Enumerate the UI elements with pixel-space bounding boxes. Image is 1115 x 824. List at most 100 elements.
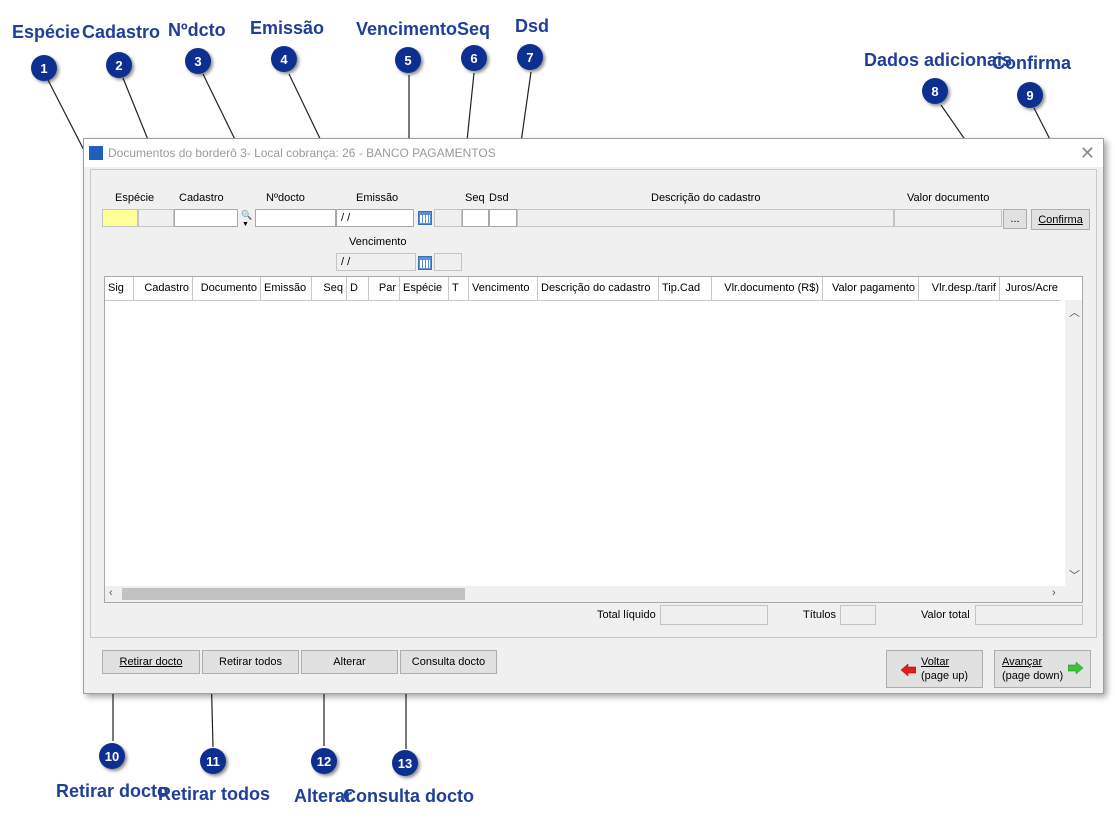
col-documento[interactable]: Documento bbox=[193, 277, 261, 300]
cadastro-field[interactable] bbox=[174, 209, 238, 227]
callout-badge-6: 6 bbox=[461, 45, 487, 71]
confirma-button[interactable]: Confirma bbox=[1031, 209, 1090, 230]
col-especie[interactable]: Espécie bbox=[400, 277, 449, 300]
grid-horizontal-scrollbar[interactable]: ‹ › bbox=[105, 586, 1082, 602]
col-descricao-cadastro[interactable]: Descrição do cadastro bbox=[538, 277, 659, 300]
valor-documento-label: Valor documento bbox=[907, 192, 990, 204]
col-vlr-documento[interactable]: Vlr.documento (R$) bbox=[712, 277, 823, 300]
callout-label-dados-adicionais: Dados adicionais bbox=[864, 50, 1013, 70]
arrow-left-icon bbox=[901, 664, 916, 676]
callout-badge-4: 4 bbox=[271, 46, 297, 72]
chevron-down-icon[interactable]: ▼ bbox=[242, 221, 249, 228]
callout-badge-13: 13 bbox=[392, 750, 418, 776]
vencimento-extra-field bbox=[434, 253, 462, 271]
col-tip-cad[interactable]: Tip.Cad bbox=[659, 277, 712, 300]
arrow-right-icon bbox=[1068, 662, 1083, 674]
vencimento-label: Vencimento bbox=[349, 236, 407, 248]
dsd-label: Dsd bbox=[489, 192, 509, 204]
title-bar: Documentos do borderô 3- Local cobrança:… bbox=[84, 139, 1103, 167]
col-t[interactable]: T bbox=[449, 277, 469, 300]
col-sig[interactable]: Sig bbox=[105, 277, 134, 300]
callout-label-retirar-todos: Retirar todos bbox=[158, 784, 271, 804]
dsd-field[interactable] bbox=[489, 209, 517, 227]
col-emissao[interactable]: Emissão bbox=[261, 277, 312, 300]
total-liquido-field bbox=[660, 605, 768, 625]
valor-total-field bbox=[975, 605, 1083, 625]
total-liquido-label: Total líquido bbox=[597, 609, 656, 621]
callout-badge-8: 8 bbox=[922, 78, 948, 104]
voltar-button[interactable]: Voltar (page up) bbox=[886, 650, 983, 688]
col-vencimento[interactable]: Vencimento bbox=[469, 277, 538, 300]
callout-badge-9: 9 bbox=[1017, 82, 1043, 108]
col-d[interactable]: D bbox=[347, 277, 369, 300]
dados-adicionais-button[interactable]: ... bbox=[1003, 209, 1027, 229]
emissao-calendar-icon[interactable] bbox=[418, 211, 432, 225]
emissao-label: Emissão bbox=[356, 192, 399, 204]
callout-label-dsd: Dsd bbox=[515, 16, 550, 36]
window-title: Documentos do borderô 3- Local cobrança:… bbox=[108, 146, 496, 160]
especie-label: Espécie bbox=[115, 192, 155, 204]
close-icon[interactable]: ✕ bbox=[1079, 143, 1095, 163]
scroll-down-icon[interactable]: ﹀ bbox=[1069, 570, 1080, 582]
col-seq[interactable]: Seq bbox=[312, 277, 347, 300]
retirar-todos-button[interactable]: Retirar todos bbox=[202, 650, 299, 674]
callout-label-alterar: Alterar bbox=[294, 786, 353, 806]
avancar-shortcut: (page down) bbox=[1002, 670, 1064, 682]
emissao-field[interactable]: / / bbox=[336, 209, 414, 227]
scroll-up-icon[interactable]: ︿ bbox=[1069, 307, 1080, 319]
horizontal-scroll-thumb[interactable] bbox=[122, 588, 465, 600]
scroll-left-icon[interactable]: ‹ bbox=[109, 587, 113, 599]
retirar-docto-button[interactable]: Retirar docto bbox=[102, 650, 200, 674]
callout-badge-5: 5 bbox=[395, 47, 421, 73]
cadastro-label: Cadastro bbox=[179, 192, 224, 204]
col-vlr-desp-tarif[interactable]: Vlr.desp./tarif bbox=[919, 277, 1000, 300]
callout-badge-7: 7 bbox=[517, 44, 543, 70]
voltar-label: Voltar bbox=[921, 656, 950, 668]
avancar-button[interactable]: Avançar (page down) bbox=[994, 650, 1091, 688]
avancar-label: Avançar bbox=[1002, 656, 1043, 668]
alterar-button[interactable]: Alterar bbox=[301, 650, 398, 674]
vencimento-calendar-icon[interactable] bbox=[418, 256, 432, 270]
titulos-field bbox=[840, 605, 876, 625]
voltar-shortcut: (page up) bbox=[921, 670, 969, 682]
documents-grid[interactable]: Sig Cadastro Documento Emissão Seq D Par… bbox=[104, 276, 1083, 603]
callout-badge-11: 11 bbox=[200, 748, 226, 774]
callout-label-vencimento: Vencimento bbox=[356, 19, 458, 39]
alterar-label: Alterar bbox=[333, 656, 366, 668]
descricao-cadastro-label: Descrição do cadastro bbox=[651, 192, 761, 204]
scroll-right-icon[interactable]: › bbox=[1052, 587, 1056, 599]
titulos-label: Títulos bbox=[803, 609, 837, 621]
ndocto-label: Nºdocto bbox=[266, 192, 305, 204]
grid-header: Sig Cadastro Documento Emissão Seq D Par… bbox=[105, 277, 1061, 301]
callout-label-ndcto: Nºdcto bbox=[168, 20, 226, 40]
callout-label-confirma: Confirma bbox=[992, 53, 1072, 73]
col-juros-acre[interactable]: Juros/Acre bbox=[1005, 282, 1058, 294]
especie-sigla-field bbox=[138, 209, 174, 227]
col-valor-pagamento[interactable]: Valor pagamento bbox=[823, 277, 919, 300]
consulta-docto-button[interactable]: Consulta docto bbox=[400, 650, 497, 674]
col-par[interactable]: Par bbox=[369, 277, 400, 300]
callout-badge-1: 1 bbox=[31, 55, 57, 81]
retirar-todos-label: Retirar todos bbox=[219, 656, 282, 668]
callout-label-retirar-docto: Retirar docto bbox=[56, 781, 169, 801]
emissao-extra-field bbox=[434, 209, 462, 227]
search-icon[interactable]: 🔍 bbox=[241, 210, 253, 220]
vencimento-field[interactable]: / / bbox=[336, 253, 416, 271]
callout-badge-12: 12 bbox=[311, 748, 337, 774]
col-cadastro[interactable]: Cadastro bbox=[134, 277, 193, 300]
valor-documento-field bbox=[894, 209, 1002, 227]
seq-label: Seq bbox=[465, 192, 485, 204]
grid-vertical-scrollbar[interactable]: ︿ ﹀ bbox=[1065, 300, 1082, 587]
callout-label-seq: Seq bbox=[457, 19, 491, 39]
seq-field[interactable] bbox=[462, 209, 489, 227]
consulta-docto-label: Consulta docto bbox=[411, 656, 486, 668]
especie-field[interactable] bbox=[102, 209, 138, 227]
valor-total-label: Valor total bbox=[921, 609, 970, 621]
documents-group-box bbox=[90, 169, 1097, 638]
ndocto-field[interactable] bbox=[255, 209, 336, 227]
callout-label-emissao: Emissão bbox=[250, 18, 325, 38]
app-icon bbox=[89, 146, 103, 160]
callout-badge-3: 3 bbox=[185, 48, 211, 74]
callout-label-consulta-docto: Consulta docto bbox=[343, 786, 474, 806]
callout-label-cadastro: Cadastro bbox=[82, 22, 161, 42]
